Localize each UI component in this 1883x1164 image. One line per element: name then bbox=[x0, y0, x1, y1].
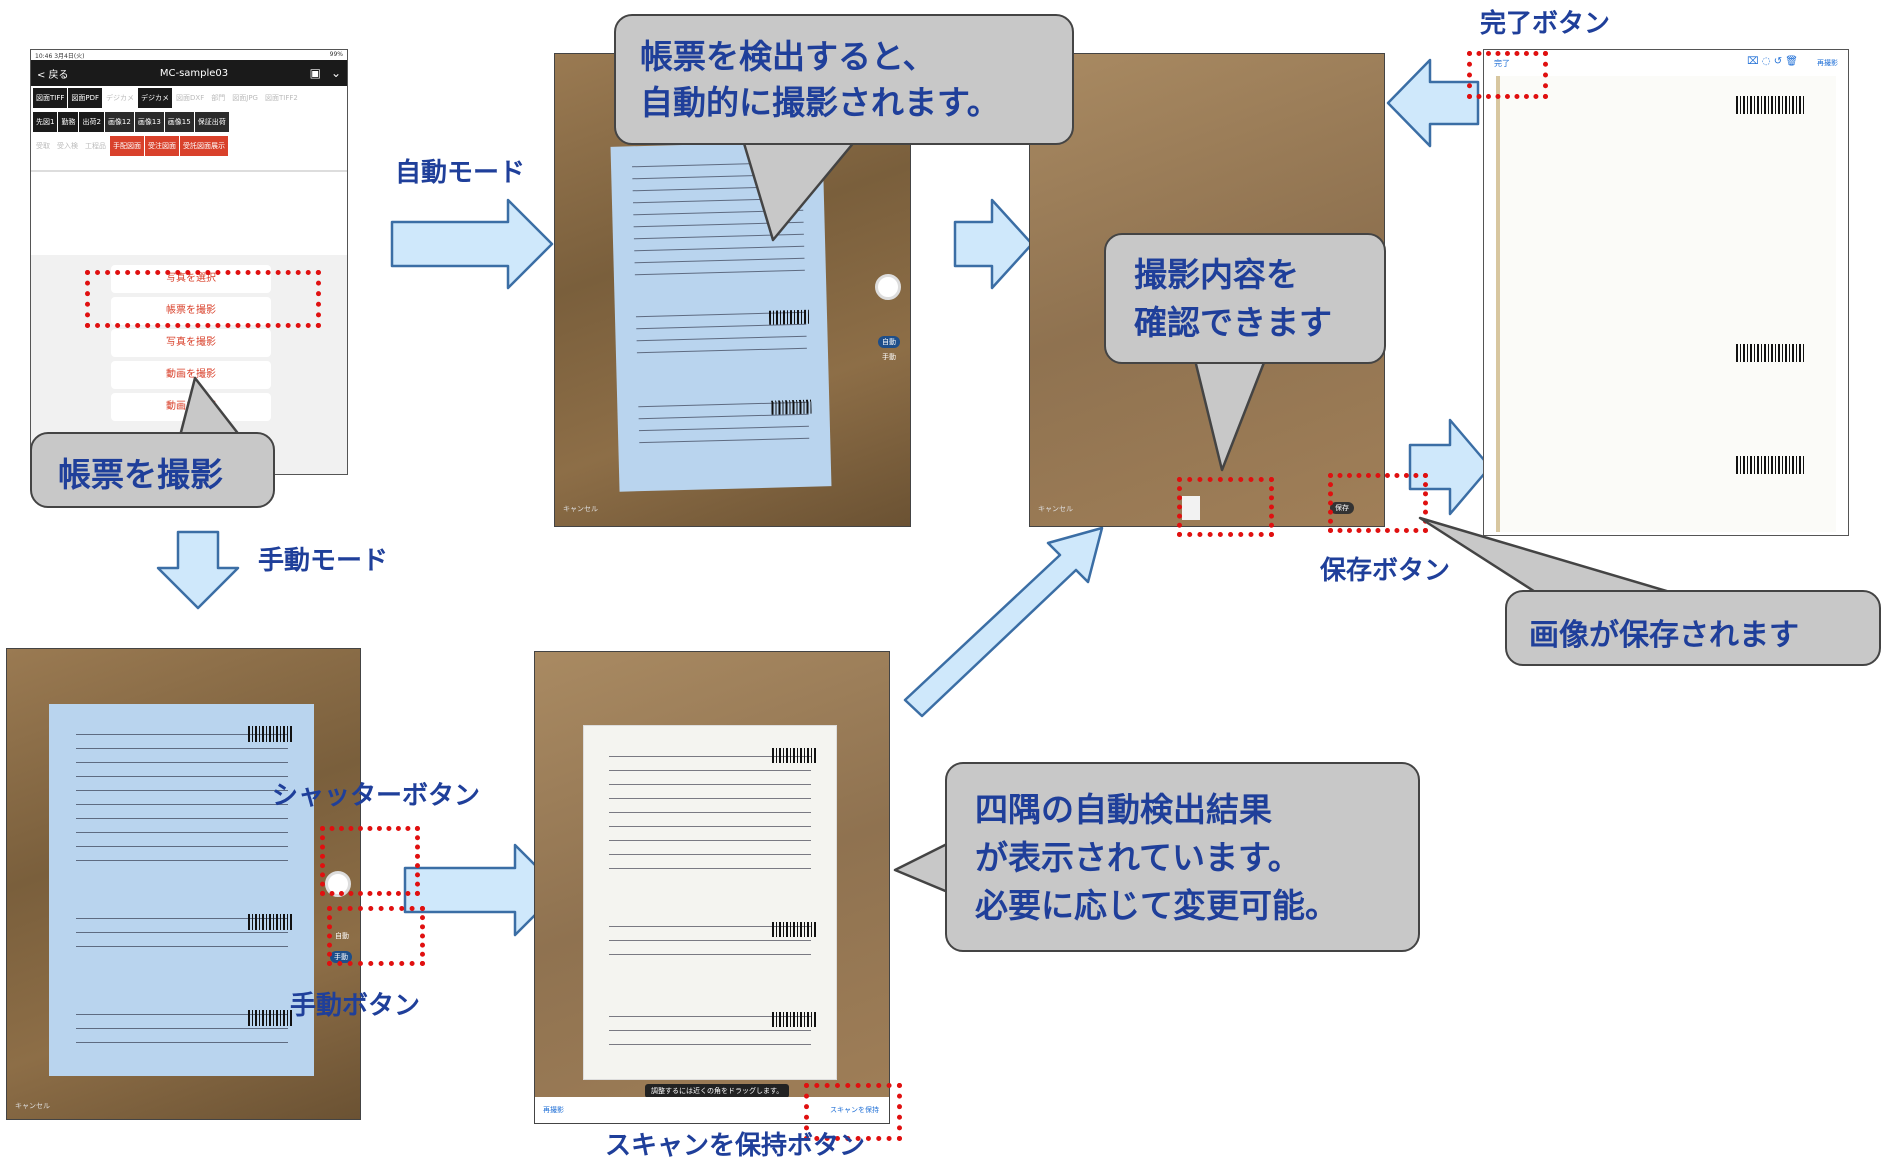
cancel-button[interactable]: キャンセル bbox=[1038, 505, 1073, 513]
tab-item[interactable]: デジカメ bbox=[138, 88, 173, 108]
corner-edit-screen: 調整するには近くの角をドラッグします。 再撮影 スキャンを保持 bbox=[534, 651, 890, 1124]
tab-item[interactable]: 先図1 bbox=[33, 112, 58, 132]
cancel-button[interactable]: キャンセル bbox=[15, 1102, 50, 1110]
callout-line: 確認できます bbox=[1134, 303, 1332, 342]
nav-bar: < 戻る MC-sample03 ▣ ⌄ bbox=[31, 60, 347, 86]
manual-mode-toggle[interactable]: 手動 bbox=[330, 951, 352, 963]
done-button[interactable]: 完了 bbox=[1494, 59, 1510, 68]
drag-hint: 調整するには近くの角をドラッグします。 bbox=[645, 1084, 790, 1098]
status-bar: 10:46 3月4日(火) 99% bbox=[31, 50, 347, 60]
cancel-button[interactable]: キャンセル bbox=[563, 505, 598, 513]
label-shutter-button: シャッターボタン bbox=[272, 781, 481, 811]
tail-capture-form bbox=[178, 376, 242, 438]
auto-mode-toggle[interactable]: 自動 bbox=[878, 336, 900, 348]
label-manual-button: 手動ボタン bbox=[290, 991, 421, 1021]
retake-button[interactable]: 再撮影 bbox=[543, 1106, 564, 1114]
status-time: 10:46 3月4日(火) bbox=[35, 53, 85, 60]
highlight-capture-form bbox=[85, 270, 321, 328]
callout-line: 撮影内容を bbox=[1134, 255, 1299, 294]
callout-capture-form: 帳票を撮影 bbox=[30, 432, 275, 508]
menu-capture-form[interactable]: 帳票を撮影 bbox=[111, 297, 271, 325]
highlight-keep-scan bbox=[804, 1083, 902, 1141]
callout-review: 撮影内容を 確認できます bbox=[1104, 233, 1386, 364]
result-screen: 完了 再撮影 ⌧ ◌ ↺ 🗑 bbox=[1483, 49, 1849, 536]
callout-saved: 画像が保存されます bbox=[1505, 590, 1881, 666]
arrow-to-review bbox=[953, 198, 1034, 290]
tab-item[interactable]: 画像15 bbox=[164, 112, 194, 132]
callout-line: が表示されています。 bbox=[975, 838, 1301, 877]
tab-row-3: 受取 受入検 工程品 手配図面 受注図面 受託図面展示 bbox=[31, 134, 347, 158]
tab-item[interactable]: 受注図面 bbox=[145, 136, 179, 156]
highlight-thumbnail bbox=[1177, 477, 1274, 537]
tab-item[interactable]: 手配図面 bbox=[110, 136, 144, 156]
document-preview bbox=[49, 704, 314, 1076]
menu-record-video[interactable]: 動画を撮影 bbox=[111, 361, 271, 389]
tab-item[interactable]: 受託図面展示 bbox=[180, 136, 228, 156]
label-save-button: 保存ボタン bbox=[1320, 556, 1451, 586]
callout-auto-detect: 帳票を検出すると、 自動的に撮影されます。 bbox=[614, 14, 1074, 145]
retake-button[interactable]: 再撮影 bbox=[1817, 59, 1838, 67]
label-manual-mode: 手動モード bbox=[258, 546, 389, 576]
label-done-button: 完了ボタン bbox=[1480, 9, 1611, 39]
tab-item[interactable]: 保証出荷 bbox=[194, 112, 229, 132]
tab-item[interactable]: 部門 bbox=[208, 88, 229, 108]
highlight-done-button bbox=[1467, 51, 1548, 99]
manual-camera-screen: 自動 手動 キャンセル bbox=[6, 648, 361, 1120]
tab-item[interactable]: 図面JPG bbox=[229, 88, 261, 108]
back-button[interactable]: < 戻る bbox=[37, 69, 69, 81]
tab-item[interactable]: 図面PDF bbox=[68, 88, 103, 108]
tail-saved bbox=[1418, 516, 1682, 597]
scanned-document bbox=[1496, 76, 1836, 532]
captured-thumbnail[interactable] bbox=[1182, 496, 1200, 520]
save-button[interactable]: 保存 bbox=[1330, 502, 1354, 514]
tab-item[interactable]: 画像12 bbox=[104, 112, 134, 132]
tab-item[interactable]: 出荷2 bbox=[79, 112, 104, 132]
auto-mode-toggle[interactable]: 自動 bbox=[335, 932, 349, 940]
arrow-to-manual bbox=[156, 530, 240, 610]
tab-item[interactable]: 画像13 bbox=[134, 112, 164, 132]
divider bbox=[31, 170, 347, 172]
highlight-shutter-button bbox=[320, 826, 420, 896]
shutter-button[interactable] bbox=[875, 274, 901, 300]
manual-mode-toggle[interactable]: 手動 bbox=[882, 353, 896, 361]
tab-item[interactable]: 受入検 bbox=[54, 136, 81, 156]
keep-scan-button[interactable]: スキャンを保持 bbox=[830, 1106, 879, 1114]
tab-row-1: 図面TIFF 図面PDF デジカメ デジカメ 図面DXF 部門 図面JPG 図面… bbox=[31, 86, 347, 110]
arrow-save-to-result bbox=[1408, 418, 1492, 516]
tab-item[interactable]: 工程品 bbox=[82, 136, 109, 156]
tail-auto-detect bbox=[738, 128, 862, 242]
tail-review bbox=[1193, 358, 1267, 472]
menu-take-photo[interactable]: 写真を撮影 bbox=[111, 329, 271, 357]
arrow-done-to-review bbox=[1386, 58, 1480, 148]
tab-item[interactable]: 受取 bbox=[33, 136, 53, 156]
label-auto-mode: 自動モード bbox=[395, 158, 526, 188]
callout-line: 必要に応じて変更可能。 bbox=[975, 886, 1338, 925]
status-battery: 99% bbox=[329, 51, 343, 58]
highlight-save-button bbox=[1328, 473, 1428, 533]
callout-line: 帳票を検出すると、 bbox=[640, 37, 936, 76]
menu-select-photo[interactable]: 写真を選択 bbox=[111, 265, 271, 293]
highlight-manual-button bbox=[327, 906, 425, 966]
label-keep-scan-button: スキャンを保持ボタン bbox=[605, 1131, 866, 1161]
arrow-corner-to-review bbox=[903, 526, 1104, 718]
callout-corners: 四隅の自動検出結果 が表示されています。 必要に応じて変更可能。 bbox=[945, 762, 1420, 952]
action-sheet: 写真を選択 帳票を撮影 写真を撮影 動画を撮影 動画を選択 bbox=[31, 255, 347, 474]
tab-item[interactable]: 勤務 bbox=[58, 112, 79, 132]
tab-row-2: 先図1 勤務 出荷2 画像12 画像13 画像15 保証出荷 bbox=[31, 110, 347, 134]
detected-document bbox=[583, 725, 837, 1080]
tab-item[interactable]: 図面TIFF2 bbox=[261, 88, 301, 108]
tab-item[interactable]: デジカメ bbox=[103, 88, 138, 108]
tab-item[interactable]: 図面TIFF bbox=[33, 88, 68, 108]
tab-item[interactable]: 図面DXF bbox=[173, 88, 208, 108]
edit-icons[interactable]: ⌧ ◌ ↺ 🗑 bbox=[1747, 56, 1798, 67]
callout-line: 四隅の自動検出結果 bbox=[975, 790, 1272, 829]
callout-line: 自動的に撮影されます。 bbox=[640, 83, 1000, 122]
bottom-toolbar: 再撮影 スキャンを保持 bbox=[535, 1097, 889, 1123]
arrow-to-auto-camera bbox=[390, 198, 554, 290]
chevron-down-icon[interactable]: ⌄ bbox=[330, 66, 341, 80]
camera-icon[interactable]: ▣ bbox=[309, 66, 321, 80]
page-title: MC-sample03 bbox=[159, 67, 229, 79]
